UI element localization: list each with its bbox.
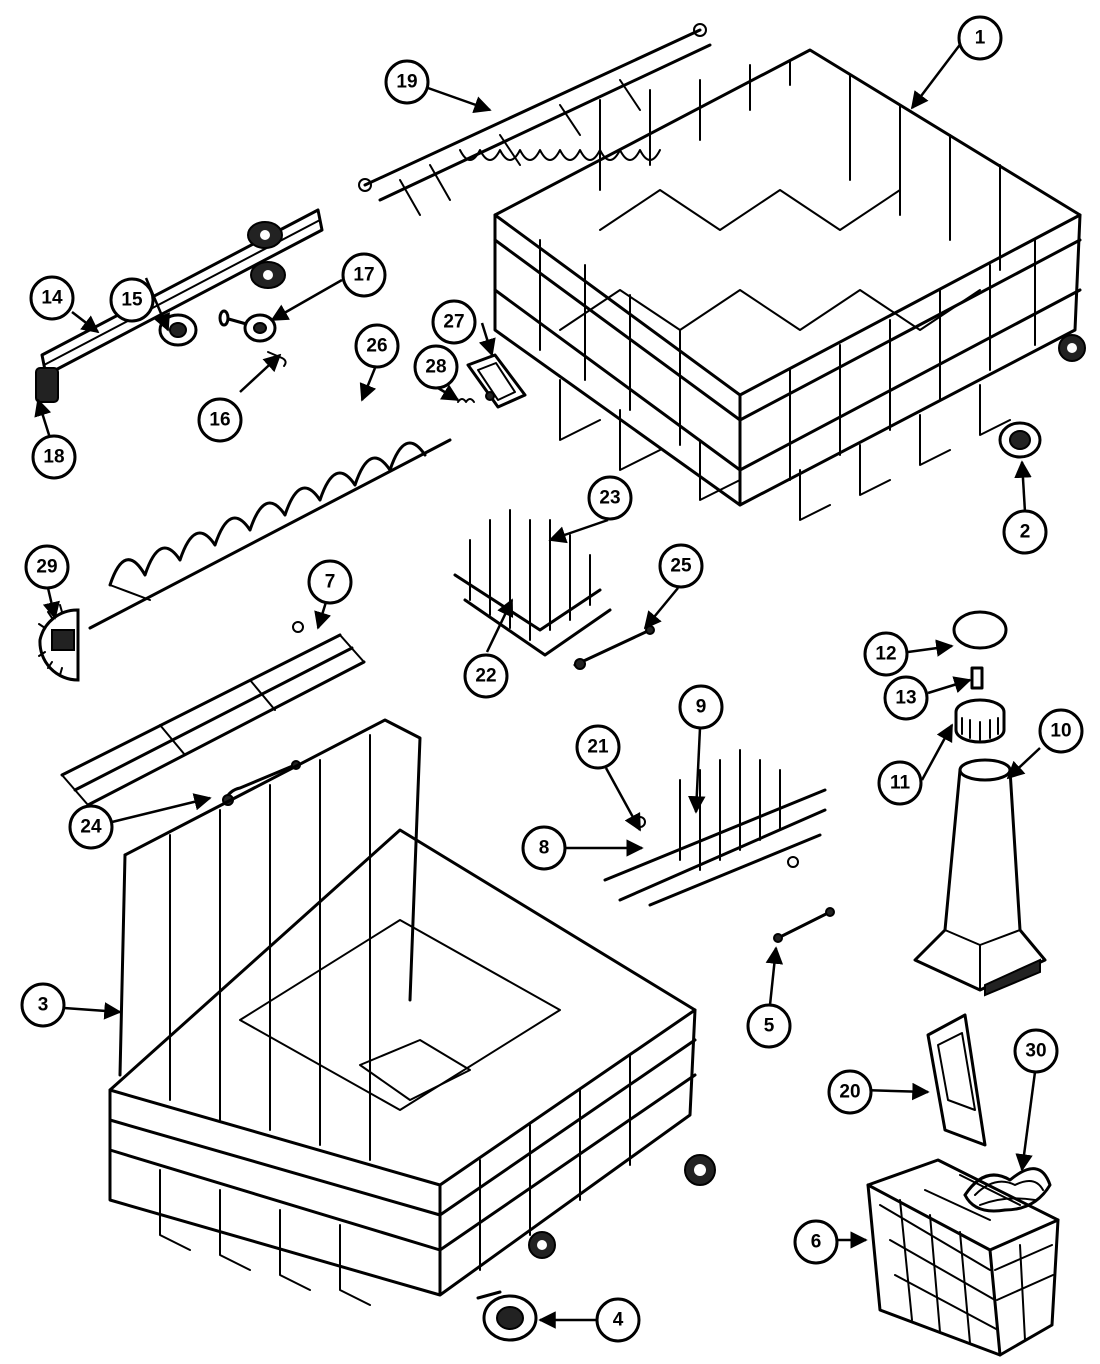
spray-tower-part-10-13	[913, 610, 1047, 997]
callout-label: 28	[425, 357, 446, 378]
callout-10: 10	[1038, 708, 1084, 754]
callout-8: 8	[521, 825, 567, 871]
callout-4: 4	[595, 1297, 641, 1343]
callout-label: 25	[670, 556, 692, 577]
gear-adjuster-part-29	[38, 604, 80, 682]
callout-11: 11	[877, 760, 923, 806]
cord-bundle-part-30	[963, 1167, 1052, 1213]
callout-label: 20	[839, 1082, 860, 1103]
callout-label: 10	[1050, 721, 1071, 742]
wheel-part-4	[476, 1290, 538, 1342]
callout-12: 12	[863, 631, 909, 677]
callout-label: 16	[209, 410, 230, 431]
basket-part-6	[866, 1158, 1060, 1357]
callout-5: 5	[746, 1003, 792, 1049]
callout-label: 30	[1025, 1041, 1046, 1062]
leader-lines	[34, 37, 1041, 1329]
callout-label: 29	[36, 557, 57, 578]
callout-9: 9	[678, 684, 724, 730]
screw-part-13	[970, 666, 984, 690]
rack-wheel-part-2	[998, 421, 1042, 459]
upper-rack	[493, 48, 1086, 521]
callout-label: 14	[41, 288, 63, 309]
callout-16: 16	[197, 397, 243, 443]
callout-label: 4	[613, 1310, 624, 1331]
wavy-rod-part-26	[88, 438, 452, 630]
callout-27: 27	[431, 299, 477, 345]
callout-24: 24	[68, 804, 114, 850]
callout-14: 14	[29, 275, 75, 321]
callout-label: 1	[975, 28, 986, 49]
callout-19: 19	[384, 59, 430, 105]
tower-part-10	[913, 758, 1047, 997]
callout-label: 27	[443, 312, 464, 333]
callout-25: 25	[658, 543, 704, 589]
callout-label: 6	[811, 1232, 822, 1253]
roller-part-15	[158, 313, 198, 347]
callout-label: 22	[475, 666, 496, 687]
callout-label: 3	[38, 995, 49, 1016]
callout-22: 22	[463, 653, 509, 699]
callout-label: 9	[696, 697, 707, 718]
callout-6: 6	[793, 1219, 839, 1265]
callout-13: 13	[883, 675, 929, 721]
callout-28: 28	[413, 344, 459, 390]
nut-part-11	[954, 698, 1006, 744]
divider-part-20	[926, 1013, 987, 1147]
callout-label: 24	[80, 817, 102, 838]
callout-label: 15	[121, 290, 143, 311]
track-rail-part-14	[40, 208, 324, 377]
callout-label: 21	[587, 737, 609, 758]
callout-label: 11	[890, 773, 911, 794]
shelf-part-7	[60, 621, 366, 807]
callout-17: 17	[341, 252, 387, 298]
clip-part-25	[573, 625, 655, 670]
callout-26: 26	[354, 323, 400, 369]
callout-label: 5	[764, 1016, 775, 1037]
clip-part-5	[773, 907, 835, 943]
lower-rack	[108, 718, 716, 1306]
callout-label: 17	[353, 265, 374, 286]
callout-label: 13	[895, 688, 916, 709]
callout-label: 19	[396, 72, 417, 93]
callout-2: 2	[1002, 509, 1048, 555]
tine-row-part-19	[358, 23, 712, 216]
callout-18: 18	[31, 434, 77, 480]
callout-label: 7	[325, 572, 336, 593]
axle-roller-part-17	[218, 309, 277, 343]
callout-21: 21	[575, 724, 621, 770]
callout-15: 15	[109, 277, 155, 323]
callout-1: 1	[957, 15, 1003, 61]
callout-label: 12	[875, 644, 896, 665]
cap-part-12	[952, 610, 1008, 650]
callout-label: 23	[599, 488, 620, 509]
callout-20: 20	[827, 1069, 873, 1115]
callout-label: 8	[539, 838, 550, 859]
bracket-part-27	[466, 353, 527, 409]
callout-23: 23	[587, 475, 633, 521]
callout-label: 18	[43, 447, 64, 468]
clip-part-16	[267, 351, 287, 367]
callout-label: 2	[1020, 522, 1031, 543]
callout-7: 7	[307, 559, 353, 605]
callout-label: 26	[366, 336, 387, 357]
callout-29: 29	[24, 544, 70, 590]
tine-insert-part-22-23	[453, 509, 612, 657]
spring-part-28	[457, 398, 475, 403]
callout-3: 3	[20, 982, 66, 1028]
end-cap-part-18	[35, 367, 59, 403]
callout-30: 30	[1013, 1028, 1059, 1074]
